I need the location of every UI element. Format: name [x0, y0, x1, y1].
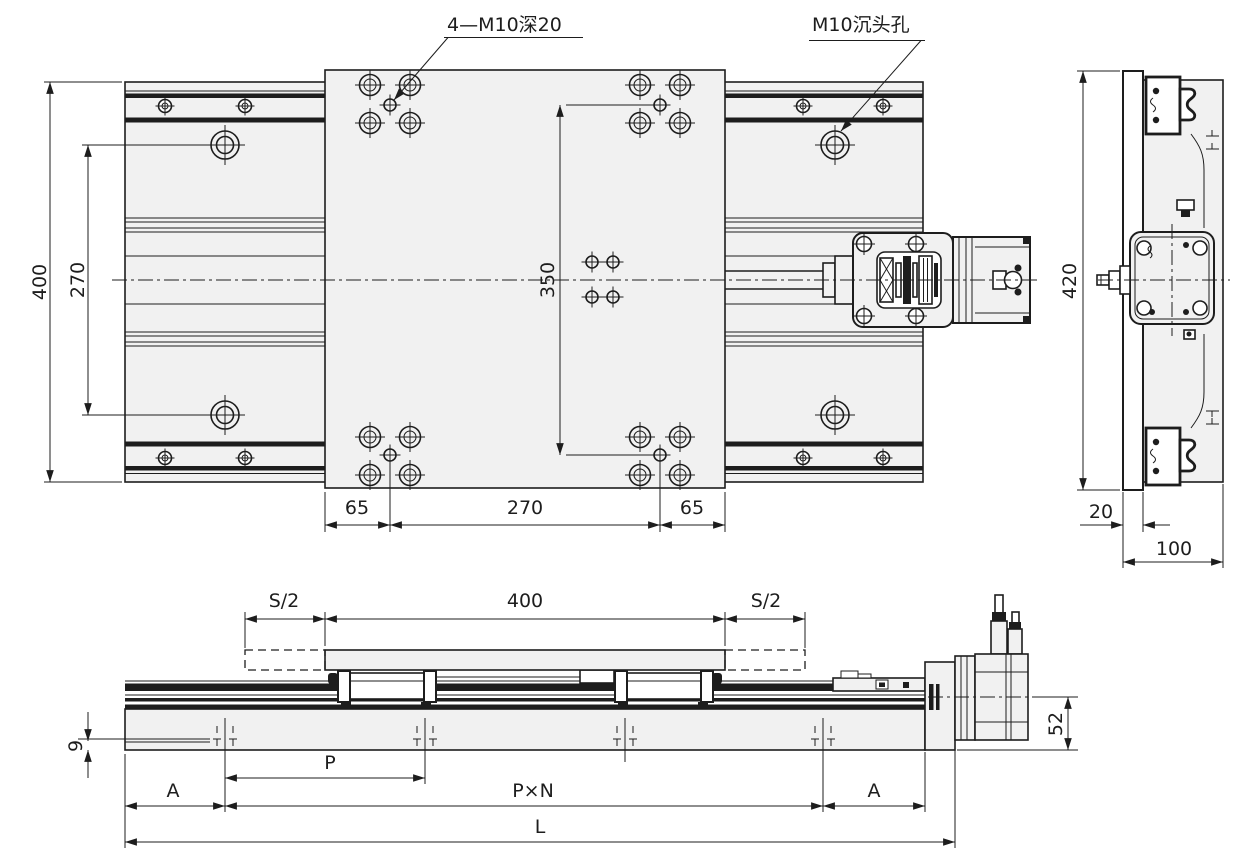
dim-table-hole-offset-right-label: 65 [680, 497, 704, 519]
dim-table-length-label: 400 [507, 590, 543, 612]
dim-end-margin-left-label: A [167, 780, 180, 802]
motor-corner-screw [1192, 300, 1208, 316]
dim-table-hole-span-label: 350 [537, 262, 559, 298]
sensor-bracket-lower [1183, 329, 1196, 340]
dim-table-height-label: 420 [1059, 263, 1081, 299]
side-view [1096, 70, 1230, 491]
motor-corner-screw [1136, 240, 1152, 256]
dim-base-width-label: 400 [29, 264, 51, 300]
motor-connector-2 [1007, 611, 1023, 655]
dim-end-margin-right-label: A [868, 780, 881, 802]
carriage-right [614, 670, 722, 705]
top-view [112, 69, 1040, 491]
carriage-left [328, 670, 437, 705]
dim-base-step-label: 9 [65, 740, 87, 752]
side-thread-marks-bottom [1206, 410, 1219, 425]
dim-table-thickness-label: 20 [1089, 501, 1113, 523]
dim-stroke-half-left-label: S/2 [269, 590, 300, 612]
dim-total-length-label: L [535, 816, 546, 838]
callout-counterbore-leader [840, 40, 922, 132]
dim-counterbore-spacing-label: 270 [67, 262, 89, 298]
dim-motor-center-height-label: 52 [1045, 712, 1067, 736]
side-thread-marks-top [1206, 130, 1219, 150]
dim-table-hole-pitch-label: 270 [507, 497, 543, 519]
callouts: 4—M10深20 M10沉头孔 [393, 14, 925, 132]
dim-body-depth-label: 100 [1156, 538, 1192, 560]
stroke-extent-left [244, 649, 326, 671]
rail-end-clamp [832, 670, 926, 692]
sensor-dog [579, 669, 615, 684]
base-body-front [124, 708, 926, 751]
dim-stroke-half-right-label: S/2 [751, 590, 782, 612]
carriage-table-plate [324, 69, 726, 489]
grease-nipple [712, 673, 722, 684]
motor-corner-screw [1192, 240, 1208, 256]
dim-pitch-span-label: P×N [512, 780, 554, 802]
dim-table-hole-offset-left-label: 65 [345, 497, 369, 519]
front-view [78, 594, 1042, 763]
sensor-bracket-upper [1176, 199, 1195, 217]
base-profile-front [124, 680, 926, 751]
callout-tapped-holes-label: 4—M10深20 [447, 14, 562, 36]
bearing-housing-front [924, 661, 956, 751]
table-plate-front [324, 649, 726, 671]
rail-cross-section [1178, 438, 1197, 473]
grease-nipple [328, 673, 338, 684]
guide-block-bottom [1144, 426, 1197, 487]
dim-hole-pitch-label: P [324, 752, 335, 774]
motor-connector-1 [990, 594, 1008, 655]
motor-corner-screw [1136, 300, 1152, 316]
callout-counterbore-label: M10沉头孔 [812, 14, 910, 36]
callout-tapped-holes-leader [393, 37, 449, 101]
rail-cross-section [1178, 87, 1197, 122]
dimensions: 400 270 65 270 65 350 420 20 100 S/2 400… [29, 70, 1224, 848]
stroke-extent-right [724, 649, 806, 671]
guide-block-top [1144, 75, 1197, 136]
